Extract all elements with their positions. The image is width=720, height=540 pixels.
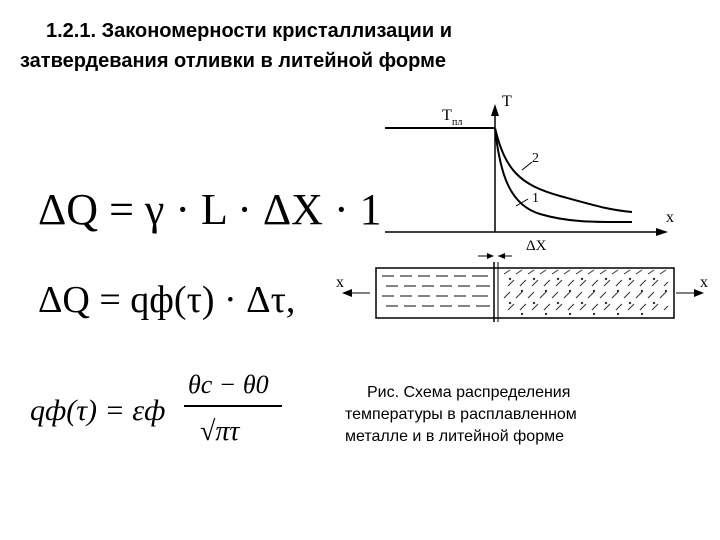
liquid-metal-hatch <box>382 275 490 307</box>
temperature-plot: T пл T 2 1 x <box>385 93 674 236</box>
formula-flux-lhs: qф(τ) = εф <box>30 394 165 427</box>
formula-heat-balance: ΔQ = γ · L · ΔX · 1 <box>38 185 382 234</box>
curve-2-label: 2 <box>532 151 539 166</box>
casting-mold-strip: x x <box>336 262 708 322</box>
t-melt-label: T <box>442 107 452 124</box>
delta-x-marker: ΔX <box>478 238 547 259</box>
formula-flux-denominator: √πτ <box>200 416 240 447</box>
curve-1-leader <box>515 198 529 207</box>
curve-2-leader <box>521 161 533 171</box>
slide-title: 1.2.1. Закономерности кристаллизации и з… <box>20 16 580 76</box>
x-axis-label: x <box>666 209 674 226</box>
delta-x-label: ΔX <box>526 238 547 254</box>
formula-flux-numerator: θс − θ0 <box>188 370 269 399</box>
t-melt-subscript: пл <box>452 117 462 128</box>
t-axis-label: T <box>502 93 512 110</box>
figure-caption: Рис. Схема распределения температуры в р… <box>345 382 665 448</box>
t-axis-arrow <box>491 104 499 116</box>
left-x-label: x <box>336 274 344 291</box>
formula-heat-flow: ΔQ = qф(τ) · Δτ, <box>38 279 295 321</box>
caption-line-2: температуры в расплавленном <box>345 406 577 423</box>
x-axis-arrow <box>656 228 668 236</box>
caption-line-3: металле и в литейной форме <box>345 428 564 445</box>
right-x-label: x <box>700 274 708 291</box>
curve-2 <box>494 127 633 213</box>
curve-1-label: 1 <box>532 191 539 206</box>
caption-line-1: Рис. Схема распределения <box>367 384 571 401</box>
title-line-1: 1.2.1. Закономерности кристаллизации и <box>46 20 452 42</box>
curve-1 <box>494 127 633 224</box>
mold-hatch <box>503 269 669 316</box>
title-line-2: затвердевания отливки в литейной форме <box>20 50 446 72</box>
